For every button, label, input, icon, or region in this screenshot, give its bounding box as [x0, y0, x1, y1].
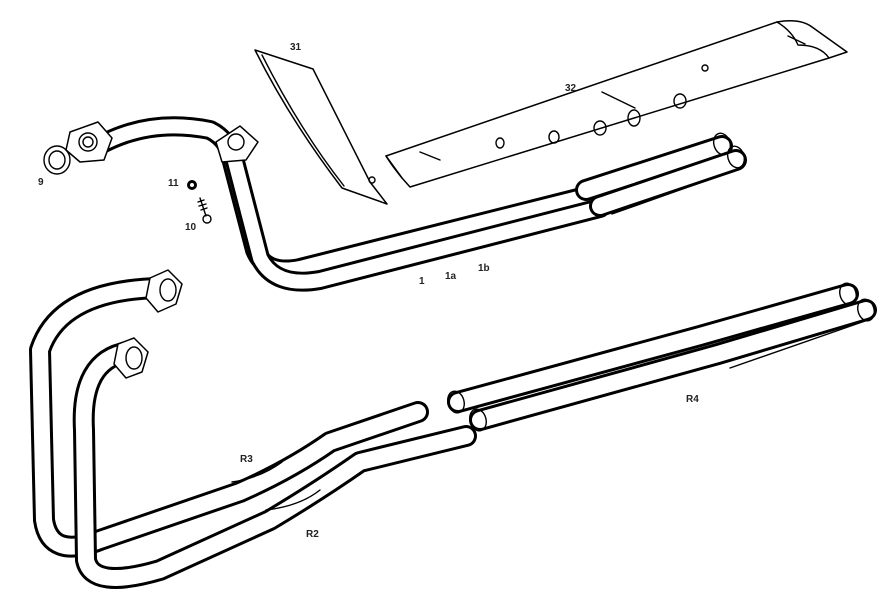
- label-part-1: 1: [419, 276, 425, 287]
- rear-silencers-r4[interactable]: [445, 281, 877, 433]
- gasket-9[interactable]: [43, 145, 71, 175]
- label-part-r4: R4: [686, 394, 699, 405]
- label-part-r2: R2: [306, 529, 319, 540]
- label-part-1a: 1a: [445, 271, 457, 282]
- heat-shield-32[interactable]: [385, 20, 848, 188]
- label-part-32: 32: [565, 83, 577, 94]
- bolt-10[interactable]: [197, 197, 212, 224]
- bracket-31[interactable]: [254, 49, 388, 205]
- upper-exhaust-pipes[interactable]: [65, 116, 747, 292]
- label-part-11: 11: [168, 178, 179, 189]
- label-part-r3: R3: [240, 454, 253, 465]
- label-part-31: 31: [290, 42, 302, 53]
- nut-11[interactable]: [187, 180, 197, 190]
- label-part-10: 10: [185, 222, 197, 233]
- label-part-1b: 1b: [478, 263, 490, 274]
- lower-header-pipes-r2-r3[interactable]: [29, 269, 477, 589]
- label-part-9: 9: [38, 177, 44, 188]
